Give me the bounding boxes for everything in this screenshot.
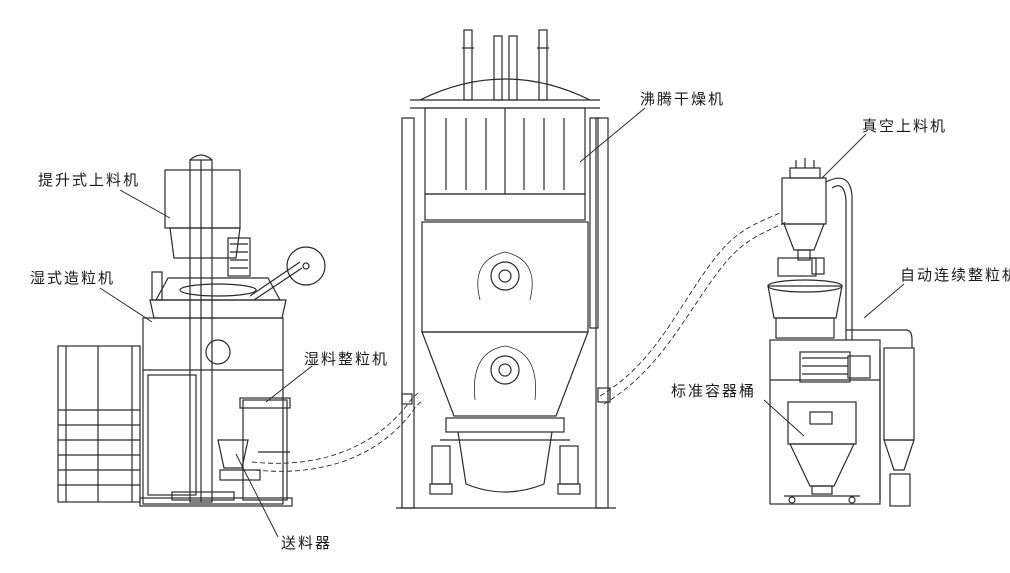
- continuous-mill-label: 自动连续整粒机: [900, 266, 1010, 284]
- fluid-bed-dryer-label: 沸腾干燥机: [640, 90, 726, 108]
- hoist-loader-label: 提升式上料机: [38, 171, 141, 189]
- wet-mill-label: 湿料整粒机: [304, 350, 390, 368]
- feeder-label: 送料器: [281, 534, 333, 552]
- wet-granulator-label: 湿式造粒机: [30, 269, 116, 287]
- leader-lines: [99, 107, 905, 538]
- fluid-bed-dryer-machine: [396, 29, 616, 509]
- vacuum-loader-label: 真空上料机: [862, 117, 948, 135]
- continuous-granulation-machine: [767, 158, 915, 507]
- conveying-hoses: [251, 211, 787, 472]
- standard-bin-label: 标准容器桶: [671, 382, 757, 400]
- hoist-loader-machine: [57, 154, 326, 507]
